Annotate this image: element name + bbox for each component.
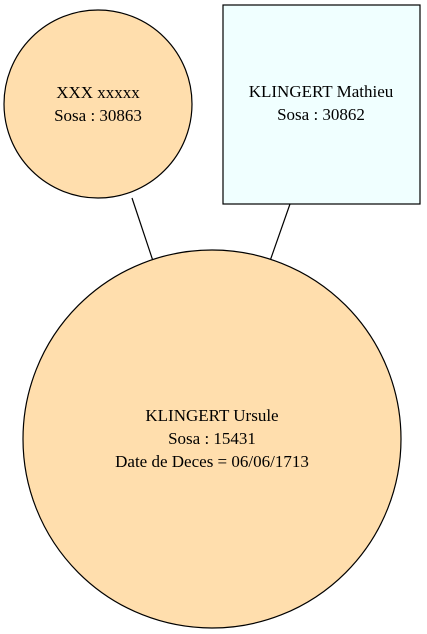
person-node-mother[interactable]: XXX xxxxx Sosa : 30863 (3, 9, 193, 199)
person-node-child[interactable]: KLINGERT Ursule Sosa : 15431 Date de Dec… (22, 249, 402, 629)
person-node-father[interactable]: KLINGERT Mathieu Sosa : 30862 (222, 4, 421, 205)
person-node-mother-name: XXX xxxxx (56, 83, 140, 102)
person-node-father-name: KLINGERT Mathieu (249, 82, 394, 101)
edge-mother-to-child (131, 197, 154, 262)
person-node-father-sosa: Sosa : 30862 (277, 105, 365, 124)
person-node-child-sosa: Sosa : 15431 (168, 429, 256, 448)
person-node-mother-sosa: Sosa : 30863 (54, 106, 142, 125)
person-node-child-shape (22, 249, 402, 629)
person-node-child-death-date: Date de Deces = 06/06/1713 (115, 452, 309, 471)
edge-father-to-child (269, 203, 291, 262)
person-node-mother-shape (3, 9, 193, 199)
person-node-child-name: KLINGERT Ursule (145, 406, 278, 425)
person-node-father-shape (222, 4, 421, 205)
